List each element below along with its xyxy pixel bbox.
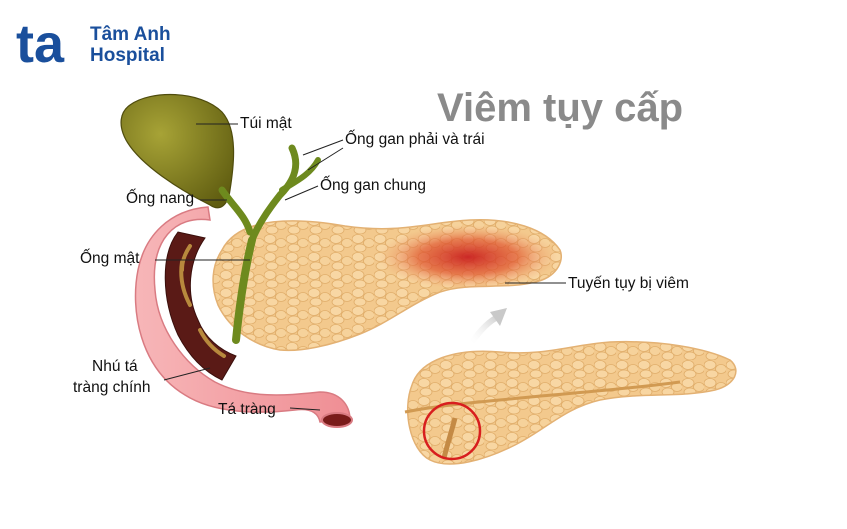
label-papilla-line2: tràng chính	[73, 379, 151, 396]
label-bile-duct: Ống mật	[80, 250, 140, 267]
label-inflamed-pancreas: Tuyến tụy bị viêm	[568, 275, 689, 292]
brand-name-line1: Tâm Anh	[90, 24, 171, 45]
leader-lines	[155, 123, 566, 411]
brand-name-line2: Hospital	[90, 45, 165, 66]
gallbladder	[120, 93, 235, 209]
brand-name: Tâm Anh Hospital	[90, 24, 171, 66]
label-hepatic-ducts: Ống gan phải và trái	[345, 131, 485, 148]
label-cystic-duct: Ống nang	[126, 190, 195, 207]
arrow-head-icon	[490, 308, 507, 326]
duodenum	[134, 206, 353, 428]
label-duodenum: Tá tràng	[218, 401, 276, 418]
highlight-circle	[422, 401, 482, 461]
inflammation-area	[378, 225, 558, 289]
bile-ducts	[218, 144, 321, 344]
arrow-icon	[467, 313, 503, 348]
label-gallbladder: Túi mật	[240, 115, 292, 132]
brand-mark-text: ta	[16, 18, 65, 68]
label-common-hepatic-duct: Ống gan chung	[320, 177, 427, 194]
normal-pancreas	[404, 340, 737, 465]
brand-logo-mark: ta	[16, 18, 65, 68]
label-papilla-line1: Nhú tá	[92, 358, 138, 375]
page-title: Viêm tụy cấp	[437, 86, 684, 130]
inflamed-pancreas	[212, 219, 562, 352]
